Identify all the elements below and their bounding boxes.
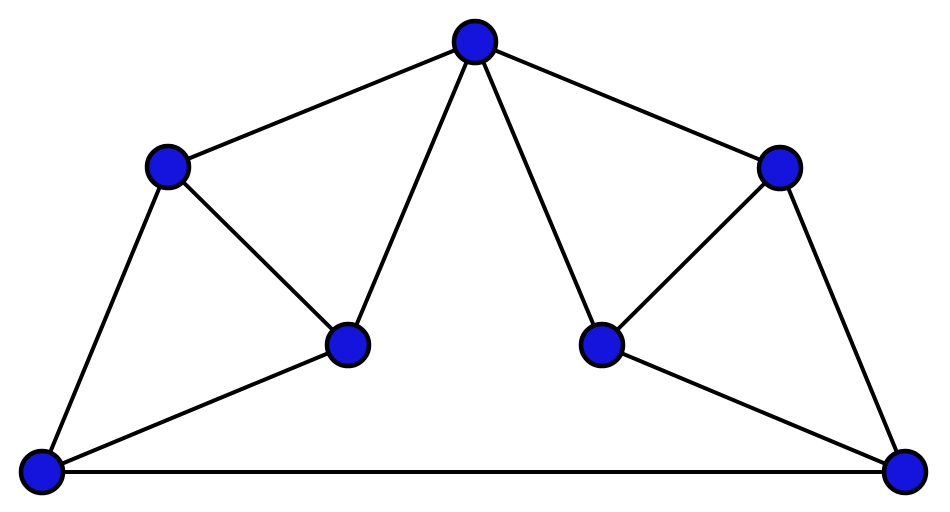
graph-node-bottom-left <box>18 448 66 496</box>
graph-edge-mid-left--bottom-left <box>40 343 350 474</box>
graph-node-bottom-right <box>881 448 929 496</box>
graph-edge-upper-left--bottom-left <box>40 165 170 474</box>
graph-edge-upper-right--mid-right <box>600 166 782 347</box>
graph-edge-mid-right--bottom-right <box>600 343 907 474</box>
graph-edge-upper-right--bottom-right <box>778 166 907 474</box>
graph-edge-top--upper-left <box>166 40 477 169</box>
graph-node-upper-right <box>756 144 804 192</box>
graph-edge-top--upper-right <box>473 40 782 170</box>
graph-edge-upper-left--mid-left <box>166 165 350 347</box>
graph-node-mid-right <box>578 321 626 369</box>
node-layer <box>18 18 929 496</box>
edge-layer <box>40 40 907 474</box>
graph-node-upper-left <box>144 143 192 191</box>
graph-node-top <box>451 18 499 66</box>
graph-node-mid-left <box>324 321 372 369</box>
graph-edge-top--mid-right <box>473 40 604 347</box>
graph-edge-top--mid-left <box>346 40 477 347</box>
